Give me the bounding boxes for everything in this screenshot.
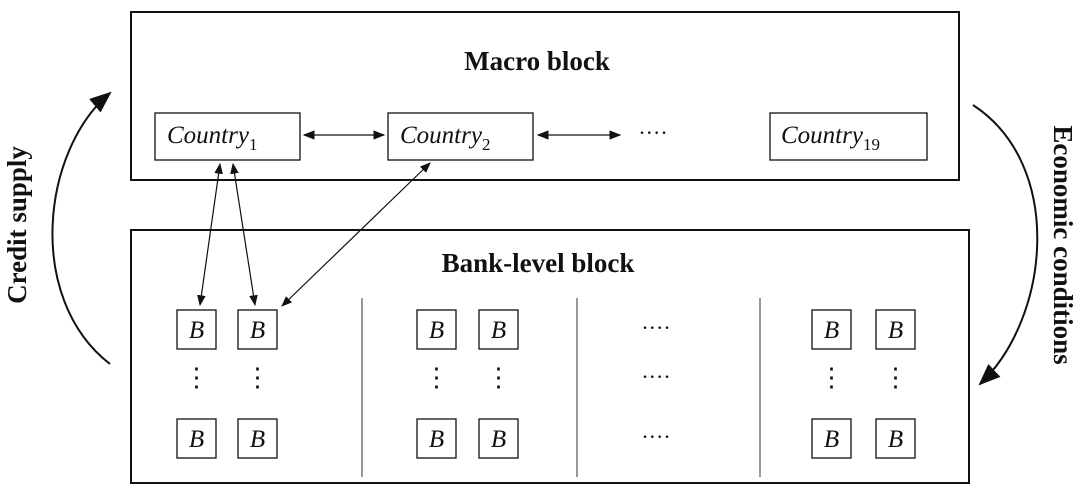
macro-ellipsis: ···· — [638, 120, 667, 145]
macro-block-title: Macro block — [464, 46, 610, 76]
svg-text:Country1: Country1 — [167, 122, 257, 154]
country-name: Country — [400, 122, 483, 149]
svg-text:B: B — [429, 317, 444, 344]
bank-box: B — [416, 309, 457, 350]
economic-conditions-label: Economic conditions — [1048, 125, 1078, 364]
bank-box: B — [478, 309, 519, 350]
bank-box: B — [875, 309, 916, 350]
svg-text:B: B — [888, 426, 903, 453]
country-box-1: Country1 — [154, 112, 301, 161]
bank-box: B — [237, 309, 278, 350]
country-name: Country — [167, 122, 250, 149]
bank-box: B — [478, 418, 519, 459]
country-box-19: Country19 — [769, 112, 928, 161]
arrow-country1-bank2 — [230, 162, 258, 307]
macro-block — [130, 11, 960, 181]
svg-text:B: B — [824, 317, 839, 344]
credit-supply-label: Credit supply — [2, 146, 32, 304]
arrow-country1-bank1 — [197, 162, 223, 307]
bank-level-block-title: Bank-level block — [442, 248, 635, 278]
svg-text:B: B — [189, 426, 204, 453]
bank-box: B — [811, 418, 852, 459]
bank-box: B — [875, 418, 916, 459]
svg-text:B: B — [429, 426, 444, 453]
svg-text:B: B — [491, 426, 506, 453]
bank-ellipsis: ···· — [641, 424, 670, 449]
bank-ellipsis: ···· — [641, 364, 670, 389]
country-box-2: Country2 — [387, 112, 534, 161]
vertical-dots: ⋮ — [245, 363, 271, 392]
bank-box: B — [237, 418, 278, 459]
vertical-dots: ⋮ — [883, 363, 909, 392]
bank-box: B — [416, 418, 457, 459]
vertical-dots: ⋮ — [819, 363, 845, 392]
bank-box: B — [176, 309, 217, 350]
bank-box: B — [811, 309, 852, 350]
country-subscript: 2 — [482, 135, 491, 154]
economic-conditions-arrow — [972, 104, 1039, 386]
bank-box: B — [176, 418, 217, 459]
svg-text:B: B — [824, 426, 839, 453]
country-subscript: 19 — [863, 135, 880, 154]
svg-text:Country2: Country2 — [400, 122, 490, 154]
svg-text:B: B — [491, 317, 506, 344]
svg-text:Country19: Country19 — [781, 122, 880, 154]
svg-text:B: B — [888, 317, 903, 344]
country-subscript: 1 — [249, 135, 258, 154]
credit-supply-arrow — [51, 91, 112, 365]
arrow-country2-bank2 — [281, 162, 431, 307]
vertical-dots: ⋮ — [486, 363, 512, 392]
bank-ellipsis: ···· — [641, 315, 670, 340]
svg-text:B: B — [250, 317, 265, 344]
bank-level-block — [130, 229, 970, 484]
vertical-dots: ⋮ — [424, 363, 450, 392]
country-name: Country — [781, 122, 864, 149]
svg-text:B: B — [250, 426, 265, 453]
vertical-dots: ⋮ — [184, 363, 210, 392]
svg-text:B: B — [189, 317, 204, 344]
